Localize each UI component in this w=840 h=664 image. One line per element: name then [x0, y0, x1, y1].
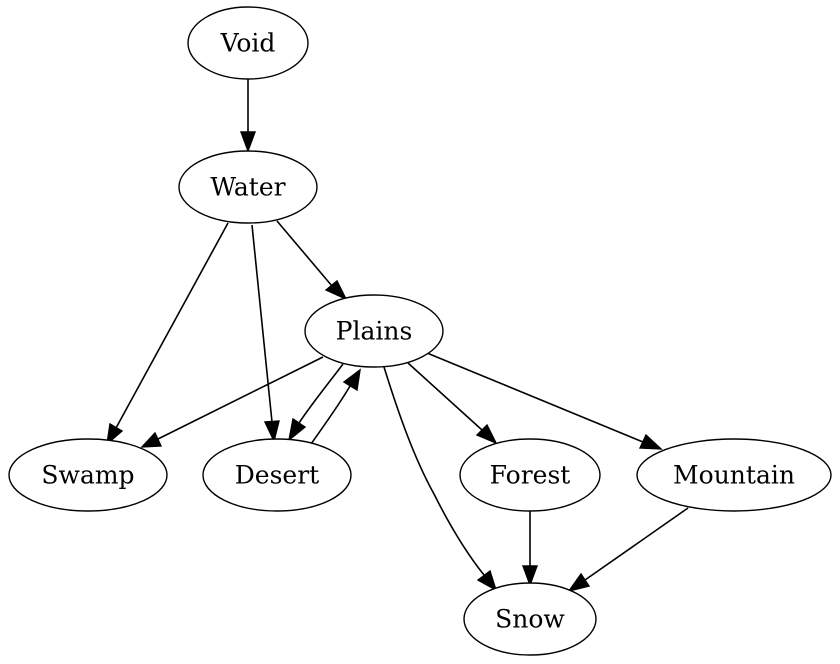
edge-line: [584, 507, 689, 581]
edge-desert-to-plains: [310, 368, 361, 445]
arrowhead-icon: [287, 417, 307, 442]
node-snow: Snow: [463, 582, 597, 656]
node-shape: [463, 582, 597, 656]
arrowhead-icon: [140, 431, 163, 448]
nodes: Void Water Plains Swamp Desert Forest Mo…: [8, 6, 832, 656]
edge-void-to-water: [239, 79, 257, 154]
node-plains: Plains: [304, 294, 444, 368]
edge-water-to-swamp: [106, 222, 229, 446]
node-desert: Desert: [202, 438, 352, 512]
node-label: Water: [210, 173, 285, 202]
edge-forest-to-snow: [521, 510, 539, 588]
arrowhead-icon: [638, 433, 663, 450]
edge-line: [276, 220, 333, 287]
edge-plains-to-desert: [287, 363, 344, 442]
arrowhead-icon: [263, 420, 280, 444]
node-label: Swamp: [41, 461, 134, 490]
node-label: Mountain: [673, 461, 795, 490]
edge-plains-to-swamp: [140, 356, 324, 448]
edge-water-to-plains: [276, 220, 348, 301]
node-shape: [459, 438, 601, 512]
node-swamp: Swamp: [8, 438, 168, 512]
edge-line: [251, 224, 273, 423]
node-label: Forest: [490, 461, 571, 490]
edge-line: [407, 362, 483, 431]
node-shape: [8, 438, 168, 512]
node-label: Desert: [235, 461, 319, 490]
edge-line: [115, 222, 229, 429]
node-void: Void: [187, 6, 309, 80]
node-mountain: Mountain: [636, 438, 832, 512]
node-shape: [304, 294, 444, 368]
edge-line: [426, 352, 644, 443]
edge-line: [383, 366, 485, 576]
arrowhead-icon: [475, 423, 498, 445]
edge-line: [298, 363, 344, 424]
arrowhead-icon: [342, 368, 361, 392]
node-label: Void: [220, 29, 276, 58]
arrowhead-icon: [567, 572, 591, 593]
edge-plains-to-snow: [383, 366, 498, 592]
node-shape: [636, 438, 832, 512]
node-label: Snow: [495, 605, 565, 634]
edge-line: [310, 385, 351, 445]
arrowhead-icon: [324, 279, 348, 301]
arrowhead-icon: [521, 565, 539, 588]
edge-plains-to-mountain: [426, 352, 663, 450]
edges: [106, 79, 689, 593]
edge-line: [157, 356, 324, 440]
node-water: Water: [178, 150, 318, 224]
node-shape: [187, 6, 309, 80]
node-forest: Forest: [459, 438, 601, 512]
arrowhead-icon: [476, 569, 498, 592]
edge-plains-to-forest: [407, 362, 498, 445]
node-shape: [178, 150, 318, 224]
node-shape: [202, 438, 352, 512]
edge-mountain-to-snow: [567, 507, 689, 593]
edge-water-to-desert: [251, 224, 280, 444]
node-label: Plains: [336, 317, 413, 346]
arrowhead-icon: [106, 422, 124, 446]
arrowhead-icon: [239, 131, 257, 154]
